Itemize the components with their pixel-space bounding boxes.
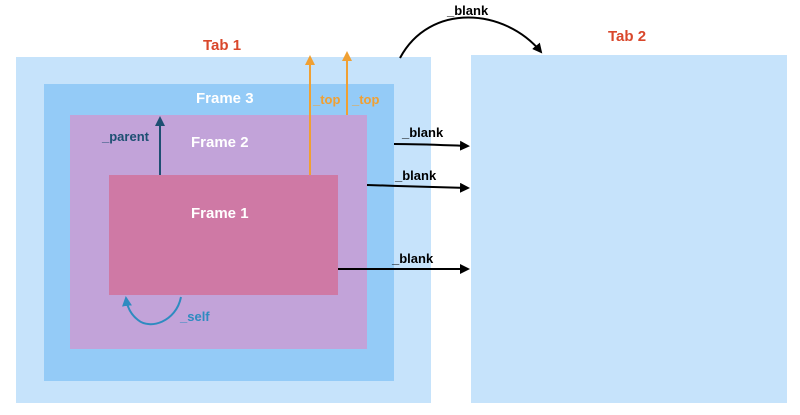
self-arrow (122, 296, 182, 326)
tab-2-box (471, 55, 787, 403)
blank-tab-arrow-label: _blank (446, 3, 489, 18)
blank-frame3-arrow (393, 140, 470, 151)
blank-frame1-arrow-label: _blank (391, 251, 434, 266)
blank-tab-arrow (399, 16, 543, 59)
blank-frame2-arrow (366, 182, 470, 193)
frame-3-label: Frame 3 (196, 90, 254, 107)
blank-frame2-arrow-label: _blank (394, 168, 437, 183)
top-arrow-2-label: _top (351, 92, 380, 107)
tab-2-label: Tab 2 (608, 28, 646, 45)
blank-frame3-arrow-label: _blank (401, 125, 444, 140)
parent-arrow-label: _parent (101, 129, 150, 144)
frame-1-box (109, 175, 338, 295)
frame-1-label: Frame 1 (191, 205, 249, 222)
tab-1-label: Tab 1 (203, 37, 241, 54)
self-arrow-label: _self (179, 309, 210, 324)
frame-2-label: Frame 2 (191, 134, 249, 151)
top-arrow-1-label: _top (312, 92, 341, 107)
